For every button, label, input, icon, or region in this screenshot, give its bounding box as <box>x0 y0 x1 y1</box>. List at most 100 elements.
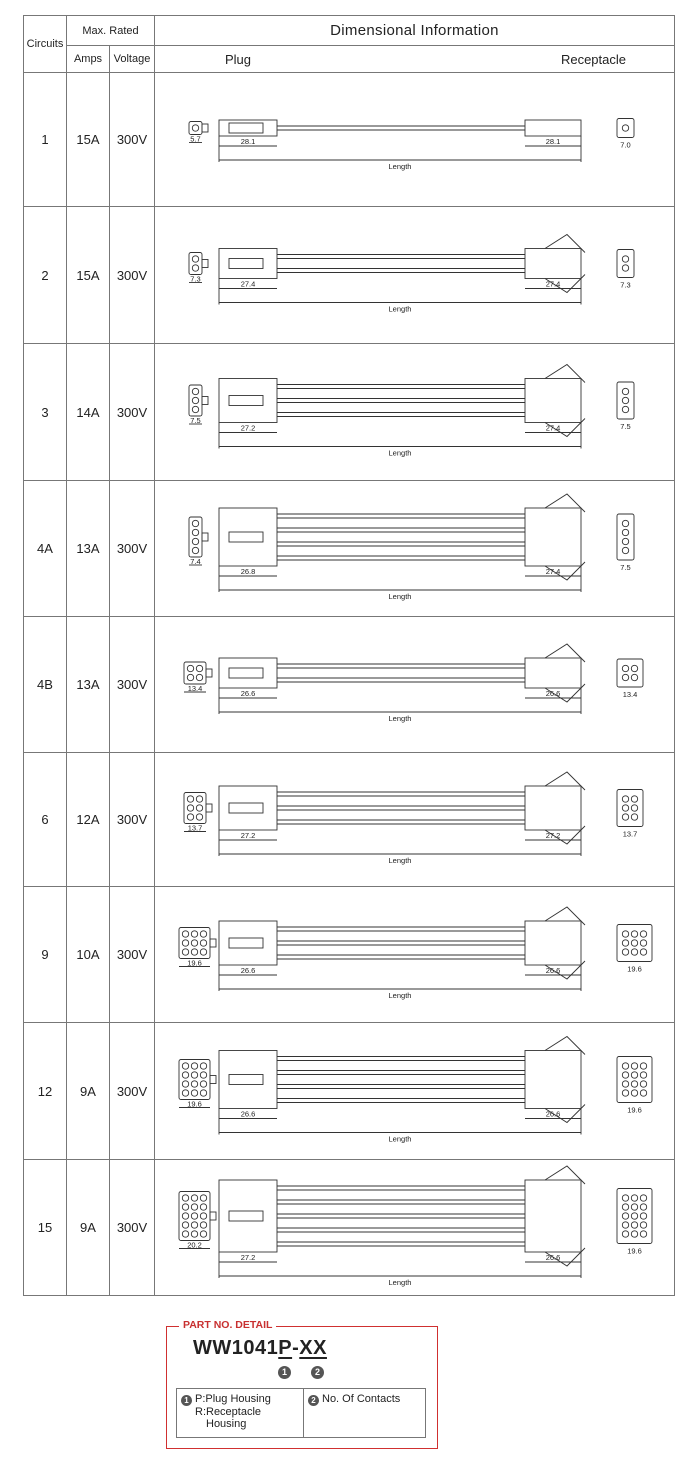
receptacle-housing <box>524 119 582 137</box>
receptacle-length-dim: 26.6 <box>546 1110 561 1119</box>
contact-hole <box>199 948 208 956</box>
receptacle-face-dim: 7.0 <box>620 141 630 150</box>
contact-hole <box>186 673 195 682</box>
plug-length-dim: 26.6 <box>241 966 256 975</box>
plug-latch <box>228 531 264 543</box>
amps-value: 9A <box>66 1159 110 1296</box>
contact-hole <box>630 1203 639 1211</box>
contact-hole <box>190 948 199 956</box>
contact-hole <box>621 1221 630 1229</box>
overall-length-label: Length <box>389 592 412 601</box>
contact-hole <box>621 537 630 546</box>
receptacle-face-outline <box>616 381 635 420</box>
voltage-value: 300V <box>109 1022 155 1160</box>
header-amps: Amps <box>66 45 110 73</box>
receptacle-clip-bottom <box>544 960 586 980</box>
contact-hole <box>621 804 630 812</box>
plug-face-dim: 7.3 <box>190 275 200 284</box>
overall-length-label: Length <box>389 1135 412 1144</box>
contact-hole <box>621 1089 630 1097</box>
receptacle-clip-bottom <box>544 274 586 294</box>
contact-hole <box>639 1071 648 1079</box>
plug-latch <box>228 395 264 406</box>
receptacle-clip-bottom <box>544 418 586 438</box>
contact-hole <box>639 1203 648 1211</box>
contact-hole <box>181 1080 190 1088</box>
contact-hole <box>639 1194 648 1202</box>
legend-2: No. Of Contacts <box>322 1393 401 1405</box>
receptacle-housing <box>524 1050 582 1109</box>
receptacle-face-outline <box>616 1056 653 1103</box>
contact-hole <box>639 948 648 956</box>
plug-face-dim: 20.2 <box>187 1241 202 1250</box>
plug-face-outline <box>183 661 207 685</box>
plug-housing <box>218 1050 278 1109</box>
contact-hole <box>199 930 208 938</box>
contact-hole <box>639 1080 648 1088</box>
plug-face-outline <box>178 1191 211 1241</box>
contact-hole <box>195 673 204 682</box>
contact-hole <box>621 1062 630 1070</box>
contact-hole <box>181 1071 190 1079</box>
contact-hole <box>630 1089 639 1097</box>
marker-1: 1 <box>278 1366 291 1379</box>
voltage-value: 300V <box>109 1159 155 1296</box>
contact-hole <box>621 1203 630 1211</box>
receptacle-clip-top <box>544 906 586 926</box>
header-plug: Plug <box>225 52 252 67</box>
receptacle-clip-top <box>544 363 586 383</box>
contact-hole <box>190 1089 199 1097</box>
contact-hole <box>181 1230 190 1238</box>
part-code: WW1041P-XX <box>193 1337 327 1360</box>
contact-hole <box>186 795 195 803</box>
legend-marker-2: 2 <box>308 1395 319 1406</box>
contact-hole <box>630 673 639 682</box>
contact-hole <box>621 519 630 528</box>
contact-hole <box>181 948 190 956</box>
plug-latch-tab <box>201 123 209 133</box>
receptacle-clip-top <box>544 493 586 513</box>
circuit-count: 6 <box>23 752 67 887</box>
plug-length-dim: 27.2 <box>241 1253 256 1262</box>
contact-hole <box>199 1221 208 1229</box>
contact-hole <box>181 1194 190 1202</box>
header-voltage: Voltage <box>109 45 155 73</box>
contact-hole <box>199 1194 208 1202</box>
contact-hole <box>639 1089 648 1097</box>
receptacle-housing <box>524 920 582 966</box>
plug-face-dim: 13.4 <box>188 684 203 693</box>
header-max-rated: Max. Rated <box>66 15 155 46</box>
circuit-count: 9 <box>23 886 67 1023</box>
contact-hole <box>621 1080 630 1088</box>
amps-value: 10A <box>66 886 110 1023</box>
contact-hole <box>191 528 200 537</box>
contact-hole <box>630 1230 639 1238</box>
part-detail-title: PART NO. DETAIL <box>179 1319 277 1331</box>
legend-marker-1: 1 <box>181 1395 192 1406</box>
amps-value: 15A <box>66 206 110 344</box>
plug-latch <box>228 258 264 269</box>
overall-length-label: Length <box>389 714 412 723</box>
plug-latch <box>228 1074 264 1085</box>
contact-hole <box>621 673 630 682</box>
contact-hole <box>199 1080 208 1088</box>
contact-hole <box>639 930 648 938</box>
contact-hole <box>191 405 200 414</box>
contact-hole <box>181 1221 190 1229</box>
overall-length-label: Length <box>389 1278 412 1287</box>
